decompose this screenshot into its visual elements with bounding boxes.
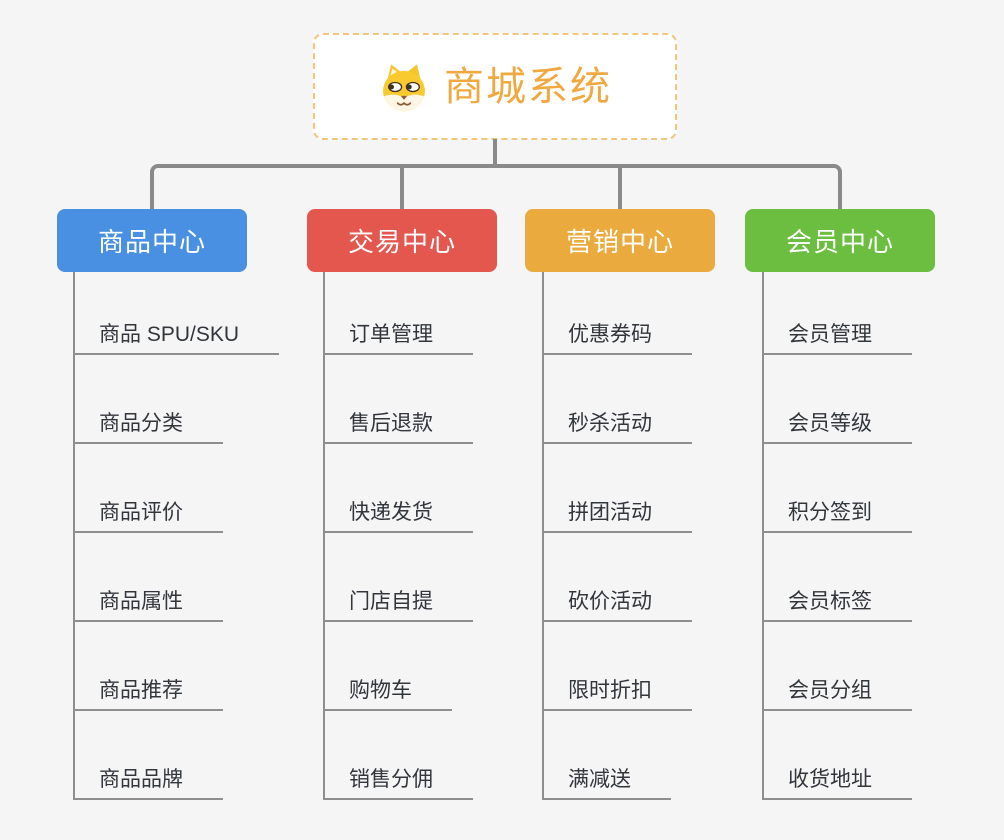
leaf-node[interactable]: 售后退款	[323, 410, 473, 444]
leaf-node[interactable]: 商品分类	[73, 410, 223, 444]
leaf-node[interactable]: 商品品牌	[73, 766, 223, 800]
leaf-node[interactable]: 会员管理	[762, 321, 912, 355]
leaf-node[interactable]: 快递发货	[323, 499, 473, 533]
connector-drop-trade	[400, 168, 404, 209]
leaf-node[interactable]: 订单管理	[323, 321, 473, 355]
connector-trunk-trade	[323, 272, 325, 800]
leaf-node[interactable]: 拼团活动	[542, 499, 692, 533]
leaf-node[interactable]: 会员分组	[762, 677, 912, 711]
connector-bus	[150, 164, 842, 209]
leaf-node[interactable]: 销售分佣	[323, 766, 473, 800]
branch-node-member-center[interactable]: 会员中心	[745, 209, 935, 272]
leaf-node[interactable]: 商品评价	[73, 499, 223, 533]
shiba-dog-icon	[378, 62, 430, 112]
leaf-node[interactable]: 商品属性	[73, 588, 223, 622]
root-node[interactable]: 商城系统	[313, 33, 677, 140]
leaf-node[interactable]: 积分签到	[762, 499, 912, 533]
connector-trunk-product	[73, 272, 75, 800]
root-title: 商城系统	[444, 64, 612, 109]
branch-node-trade-center[interactable]: 交易中心	[307, 209, 497, 272]
connector-trunk-marketing	[542, 272, 544, 800]
leaf-node[interactable]: 会员等级	[762, 410, 912, 444]
leaf-node[interactable]: 收货地址	[762, 766, 912, 800]
leaf-node[interactable]: 满减送	[542, 766, 671, 800]
connector-root-stem	[493, 139, 497, 168]
leaf-node[interactable]: 商品 SPU/SKU	[73, 321, 280, 355]
leaf-node[interactable]: 会员标签	[762, 588, 912, 622]
leaf-node[interactable]: 购物车	[323, 677, 452, 711]
branch-node-product-center[interactable]: 商品中心	[57, 209, 247, 272]
leaf-node[interactable]: 优惠券码	[542, 321, 692, 355]
leaf-node[interactable]: 门店自提	[323, 588, 473, 622]
leaf-node[interactable]: 商品推荐	[73, 677, 223, 711]
leaf-node[interactable]: 秒杀活动	[542, 410, 692, 444]
leaf-node[interactable]: 砍价活动	[542, 588, 692, 622]
connector-trunk-member	[762, 272, 764, 800]
branch-node-marketing-center[interactable]: 营销中心	[525, 209, 715, 272]
connector-drop-marketing	[618, 168, 622, 209]
leaf-node[interactable]: 限时折扣	[542, 677, 692, 711]
